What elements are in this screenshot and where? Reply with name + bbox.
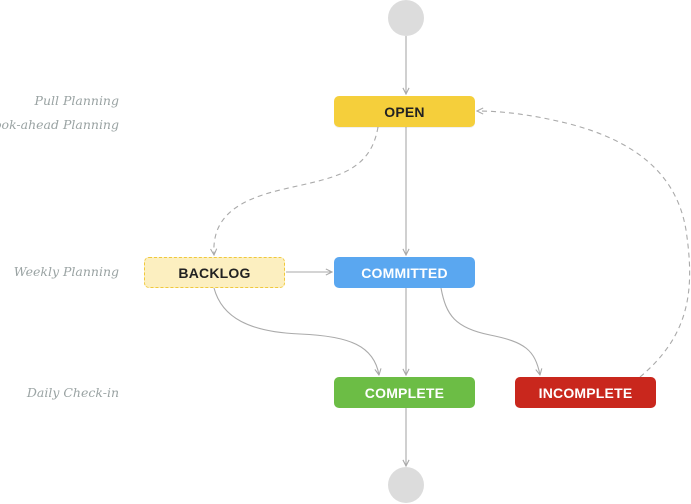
status-node-incomplete[interactable]: INCOMPLETE [515,377,656,408]
status-node-committed[interactable]: COMMITTED [334,257,475,288]
start-node [388,0,424,36]
status-node-complete[interactable]: COMPLETE [334,377,475,408]
status-node-backlog[interactable]: BACKLOG [144,257,285,288]
status-node-open[interactable]: OPEN [334,96,475,127]
lane-label-pull-planning: Pull Planning [34,93,119,108]
edge-backlog-to-complete [213,287,379,375]
lane-label-lookahead-planning: Look-ahead Planning [0,117,119,132]
edge-incomplete-to-open [477,111,691,378]
edge-open-to-backlog [214,126,379,255]
end-node [388,467,424,503]
edge-committed-to-incomplete [440,287,540,375]
lane-label-weekly-planning: Weekly Planning [13,264,119,279]
lane-label-daily-checkin: Daily Check-in [26,385,119,400]
